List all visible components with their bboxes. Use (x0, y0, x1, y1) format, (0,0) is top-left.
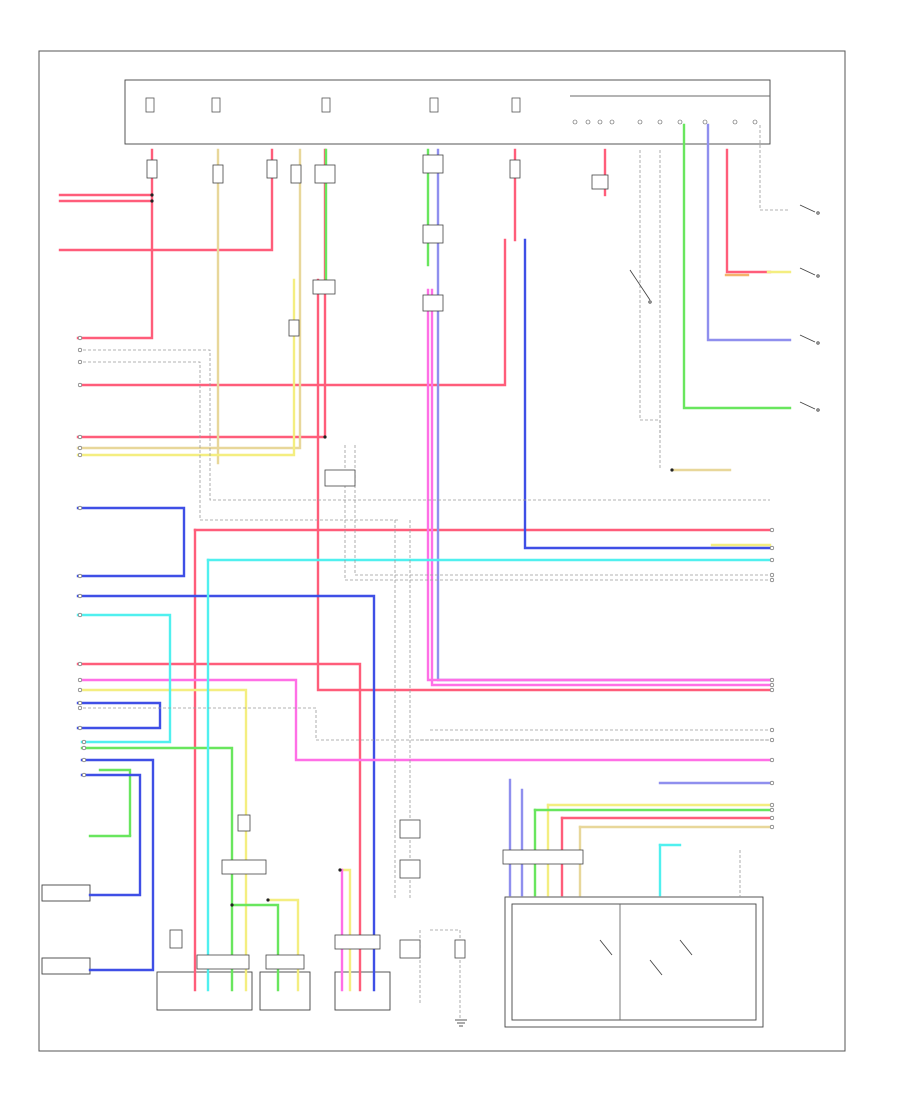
wire-blue-1 (523, 238, 772, 550)
diagram-frame (38, 50, 846, 1052)
wire-blue-6 (76, 594, 376, 992)
wire-violet-1 (706, 123, 792, 342)
wire-blue-2 (76, 506, 186, 578)
inline-connectors (146, 154, 609, 970)
wire-red-4 (58, 148, 274, 252)
wire-pink-1 (426, 288, 772, 682)
wire-gray-2 (78, 361, 400, 521)
splice-points (150, 193, 674, 907)
wire-yellow-4 (338, 868, 352, 992)
junction-block (124, 79, 771, 145)
wire-violet-2 (436, 148, 772, 682)
wire-gray-3 (344, 445, 770, 581)
terminal-group (572, 119, 758, 125)
wire-blue-4 (80, 758, 155, 972)
wire-green-7 (230, 903, 280, 992)
wire-cyan-3 (76, 613, 172, 744)
wire-green-3 (682, 123, 792, 410)
wire-gray-15 (430, 929, 461, 1020)
wire-blue-3 (76, 701, 162, 730)
wire-red-6 (80, 238, 507, 387)
wire-gray-4 (354, 445, 770, 576)
wire-green-5 (98, 768, 132, 837)
component-boxes (41, 884, 764, 1028)
wire-red-5 (76, 148, 327, 439)
wire-yellow-3 (266, 898, 300, 992)
wire-yellow-1 (76, 278, 296, 457)
wire-tan-2 (76, 148, 302, 450)
wire-gray-1 (78, 349, 770, 501)
wire-yellow-2 (80, 688, 248, 992)
right-connector-terminals (769, 527, 775, 830)
wire-pink-3 (80, 678, 772, 762)
left-connector-terminals (77, 335, 87, 778)
wire-red-1 (76, 148, 154, 340)
wire-gray-13 (78, 707, 770, 741)
wire-layer (58, 123, 792, 1020)
wire-pink-2 (430, 288, 772, 687)
wire-red-15 (725, 148, 772, 274)
switch-symbols (599, 204, 820, 976)
wire-red-10 (76, 662, 362, 992)
ground-symbols (455, 1019, 467, 1027)
wire-blue-5 (80, 773, 142, 897)
wire-red-11 (316, 278, 772, 692)
wire-gray-7 (759, 125, 790, 211)
wire-green-4 (80, 746, 234, 992)
fuse-group (145, 97, 521, 113)
wire-gray-5 (639, 150, 661, 470)
